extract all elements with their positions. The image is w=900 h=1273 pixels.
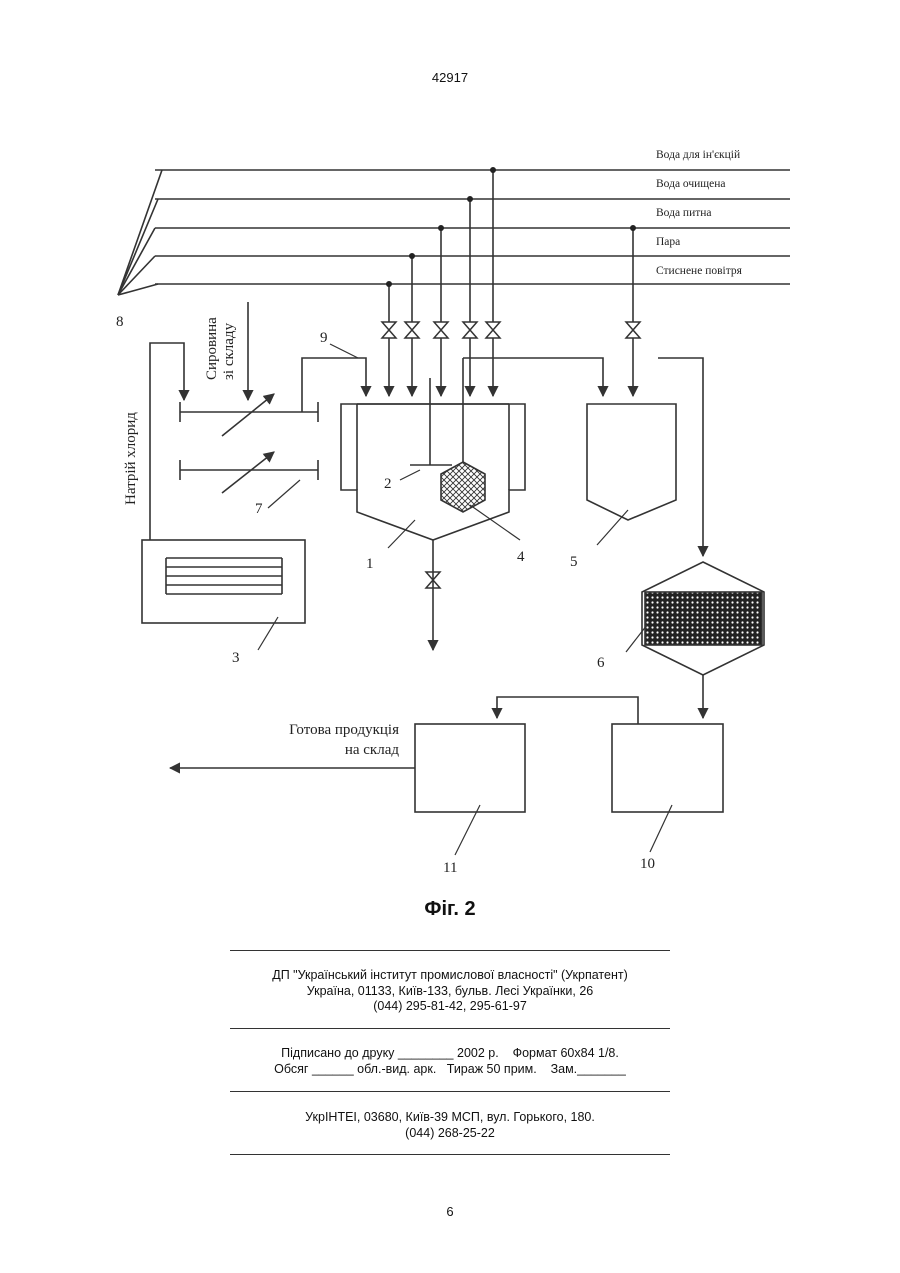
label-1: 1	[366, 556, 374, 572]
label-injection-water: Вода для ін'єкцій	[656, 149, 740, 161]
valves	[382, 322, 640, 588]
valve-icon	[405, 322, 419, 338]
valve-icon	[626, 322, 640, 338]
imprint-line: Україна, 01133, Київ-133, бульв. Лесі Ук…	[230, 984, 670, 1000]
unit-11	[415, 724, 525, 812]
transfer-pipe-5-6	[658, 358, 703, 556]
imprint-line: (044) 295-81-42, 295-61-97	[230, 999, 670, 1015]
valve-icon	[434, 322, 448, 338]
label-7: 7	[255, 501, 263, 517]
divider	[230, 1154, 670, 1155]
tap-junctions	[386, 167, 636, 287]
label-steam: Пара	[656, 236, 680, 248]
transfer-pipe-1-5	[463, 358, 603, 396]
label-6: 6	[597, 655, 605, 671]
stirrer-2	[410, 378, 452, 465]
imprint-printer: УкрІНТЕІ, 03680, Київ-39 МСП, вул. Горьк…	[230, 1110, 670, 1141]
label-sodium-chloride: Натрій хлорид	[123, 412, 139, 505]
filter-element-4	[441, 462, 485, 512]
reactor-vessel-1	[341, 404, 525, 650]
process-flow-diagram: Вода для ін'єкцій Вода очищена Вода питн…	[0, 0, 900, 890]
divider	[230, 950, 670, 951]
tap-pipes	[389, 170, 633, 396]
imprint-line: (044) 268-25-22	[230, 1126, 670, 1142]
divider	[230, 1091, 670, 1092]
imprint-line: УкрІНТЕІ, 03680, Київ-39 МСП, вул. Горьк…	[230, 1110, 670, 1126]
salt-tank-3	[142, 540, 305, 623]
label-raw-material: Сировина	[204, 317, 220, 380]
valve-icon	[486, 322, 500, 338]
label-9: 9	[320, 330, 328, 346]
label-11: 11	[443, 860, 457, 876]
divider	[230, 1028, 670, 1029]
collector-5	[587, 404, 676, 520]
valve-icon	[463, 322, 477, 338]
valve-icon	[382, 322, 396, 338]
label-4: 4	[517, 549, 525, 565]
label-2: 2	[384, 476, 392, 492]
label-to-warehouse: на склад	[345, 742, 400, 758]
imprint-publisher: ДП "Український інститут промислової вла…	[230, 968, 670, 1015]
label-finished-product: Готова продукція	[289, 722, 399, 738]
imprint-line: Підписано до друку ________ 2002 р. Форм…	[230, 1046, 670, 1062]
imprint-line: ДП "Український інститут промислової вла…	[230, 968, 670, 984]
label-3: 3	[232, 650, 240, 666]
label-from-warehouse: зі складу	[221, 322, 237, 380]
label-purified-water: Вода очищена	[656, 178, 726, 190]
label-8: 8	[116, 314, 124, 330]
imprint-print-details: Підписано до друку ________ 2002 р. Форм…	[230, 1046, 670, 1077]
label-10: 10	[640, 856, 655, 872]
filter-6	[642, 562, 764, 675]
transfer-pipe-10-11	[497, 697, 638, 724]
unit-10	[612, 724, 723, 812]
figure-caption: Фіг. 2	[0, 898, 900, 921]
page-number-bottom: 6	[0, 1204, 900, 1219]
label-5: 5	[570, 554, 578, 570]
imprint-line: Обсяг ______ обл.-вид. арк. Тираж 50 при…	[230, 1062, 670, 1078]
label-drinking-water: Вода питна	[656, 207, 712, 219]
label-compressed-air: Стиснене повітря	[656, 265, 743, 277]
